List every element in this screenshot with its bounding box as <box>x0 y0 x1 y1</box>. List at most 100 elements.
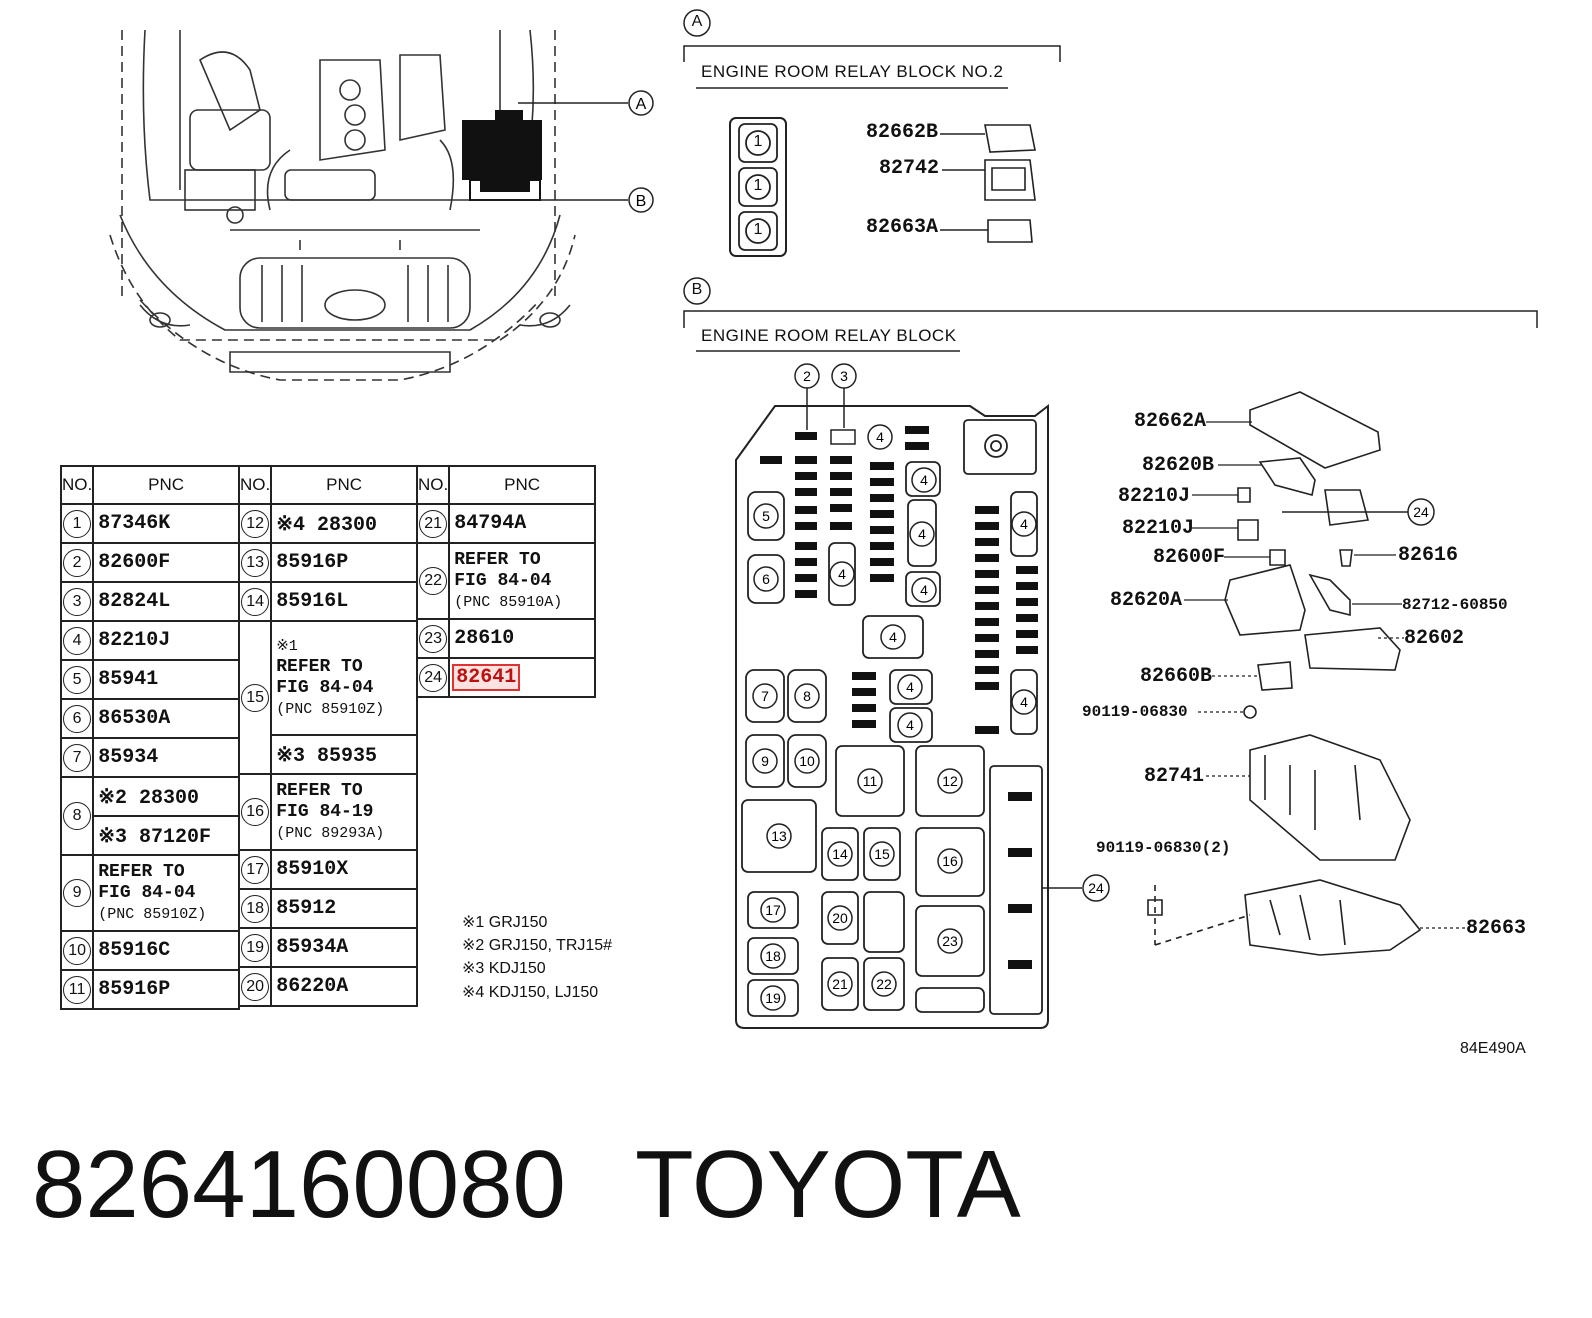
header-pnc: PNC <box>92 465 240 505</box>
pnc-value: 85916P <box>92 969 240 1010</box>
part-82663A: 82663A <box>866 216 939 239</box>
brand-name: TOYOTA <box>635 1131 1021 1238</box>
note-1: ※1 GRJ150 <box>462 914 548 931</box>
table-row: ※3 85935 <box>239 734 418 775</box>
svg-text:14: 14 <box>832 846 848 862</box>
header-no: NO. <box>59 465 95 505</box>
svg-text:13: 13 <box>771 828 787 844</box>
svg-text:4: 4 <box>920 582 928 598</box>
note-2: ※2 GRJ150, TRJ15# <box>462 937 613 954</box>
table-row: 8※2 28300 <box>59 776 240 856</box>
svg-text:9: 9 <box>761 753 769 769</box>
pnc-value: ※3 87120F <box>92 815 240 856</box>
svg-text:19: 19 <box>765 990 781 1006</box>
part-82602: 82602 <box>1404 627 1465 650</box>
svg-text:17: 17 <box>765 902 781 918</box>
svg-text:4: 4 <box>1020 516 1028 532</box>
pnc-value: 82824L <box>92 581 240 622</box>
svg-text:4: 4 <box>906 717 914 733</box>
pnc-value: 82210J <box>92 620 240 661</box>
svg-text:4: 4 <box>838 566 846 582</box>
part-82660B: 82660B <box>1140 665 1213 688</box>
section-a-marker: A <box>691 13 703 30</box>
section-a-title: ENGINE ROOM RELAY BLOCK NO.2 <box>701 62 1004 81</box>
svg-text:20: 20 <box>832 910 848 926</box>
part-82210J-b: 82210J <box>1122 517 1195 540</box>
svg-text:3: 3 <box>840 368 848 384</box>
part-82663: 82663 <box>1466 917 1527 940</box>
svg-text:15: 15 <box>874 846 890 862</box>
figure-code: 84E490A <box>1460 1040 1526 1057</box>
svg-text:7: 7 <box>761 688 769 704</box>
svg-text:16: 16 <box>942 853 958 869</box>
part-82620A: 82620A <box>1110 589 1183 612</box>
part-90119-06830: 90119-06830 <box>1082 703 1188 721</box>
part-90119-06830-2: 90119-06830(2) <box>1096 839 1231 857</box>
table-row: 12※4 28300 <box>237 503 418 544</box>
pnc-value: 85916C <box>92 930 240 971</box>
svg-text:24: 24 <box>1413 504 1429 520</box>
svg-text:18: 18 <box>765 948 781 964</box>
pnc-value: 82600F <box>92 542 240 583</box>
section-b-marker: B <box>691 281 703 298</box>
part-82712-60850: 82712-60850 <box>1402 596 1508 614</box>
svg-text:23: 23 <box>942 933 958 949</box>
part-82210J-a: 82210J <box>1118 485 1191 508</box>
svg-text:11: 11 <box>863 773 878 789</box>
svg-text:10: 10 <box>799 753 815 769</box>
slot-1-c: 1 <box>753 221 763 238</box>
svg-text:4: 4 <box>876 429 884 445</box>
note-4: ※4 KDJ150, LJ150 <box>462 984 599 1001</box>
pnc-value: 87346K <box>92 503 240 544</box>
part-82620B: 82620B <box>1142 454 1215 477</box>
svg-text:12: 12 <box>942 773 958 789</box>
svg-text:4: 4 <box>918 526 926 542</box>
svg-text:8: 8 <box>803 688 811 704</box>
pnc-value: ※2 28300 <box>92 776 240 817</box>
svg-text:4: 4 <box>889 629 897 645</box>
pnc-value: 85934 <box>92 737 240 778</box>
part-82662A: 82662A <box>1134 410 1207 433</box>
svg-text:6: 6 <box>762 571 770 587</box>
slot-1-a: 1 <box>753 133 763 150</box>
svg-text:22: 22 <box>876 976 892 992</box>
table-row: ※3 87120F <box>61 815 240 856</box>
svg-text:A: A <box>636 96 647 113</box>
part-82742: 82742 <box>879 157 940 180</box>
svg-text:4: 4 <box>1020 694 1028 710</box>
section-b-title: ENGINE ROOM RELAY BLOCK <box>701 326 957 345</box>
pnc-value: 86530A <box>92 698 240 739</box>
svg-text:4: 4 <box>906 679 914 695</box>
part-82616: 82616 <box>1398 544 1459 567</box>
svg-text:24: 24 <box>1088 880 1104 896</box>
part-82741: 82741 <box>1144 765 1205 788</box>
svg-text:21: 21 <box>832 976 848 992</box>
svg-text:2: 2 <box>803 368 811 384</box>
part-82662B: 82662B <box>866 121 939 144</box>
slot-1-b: 1 <box>753 177 763 194</box>
